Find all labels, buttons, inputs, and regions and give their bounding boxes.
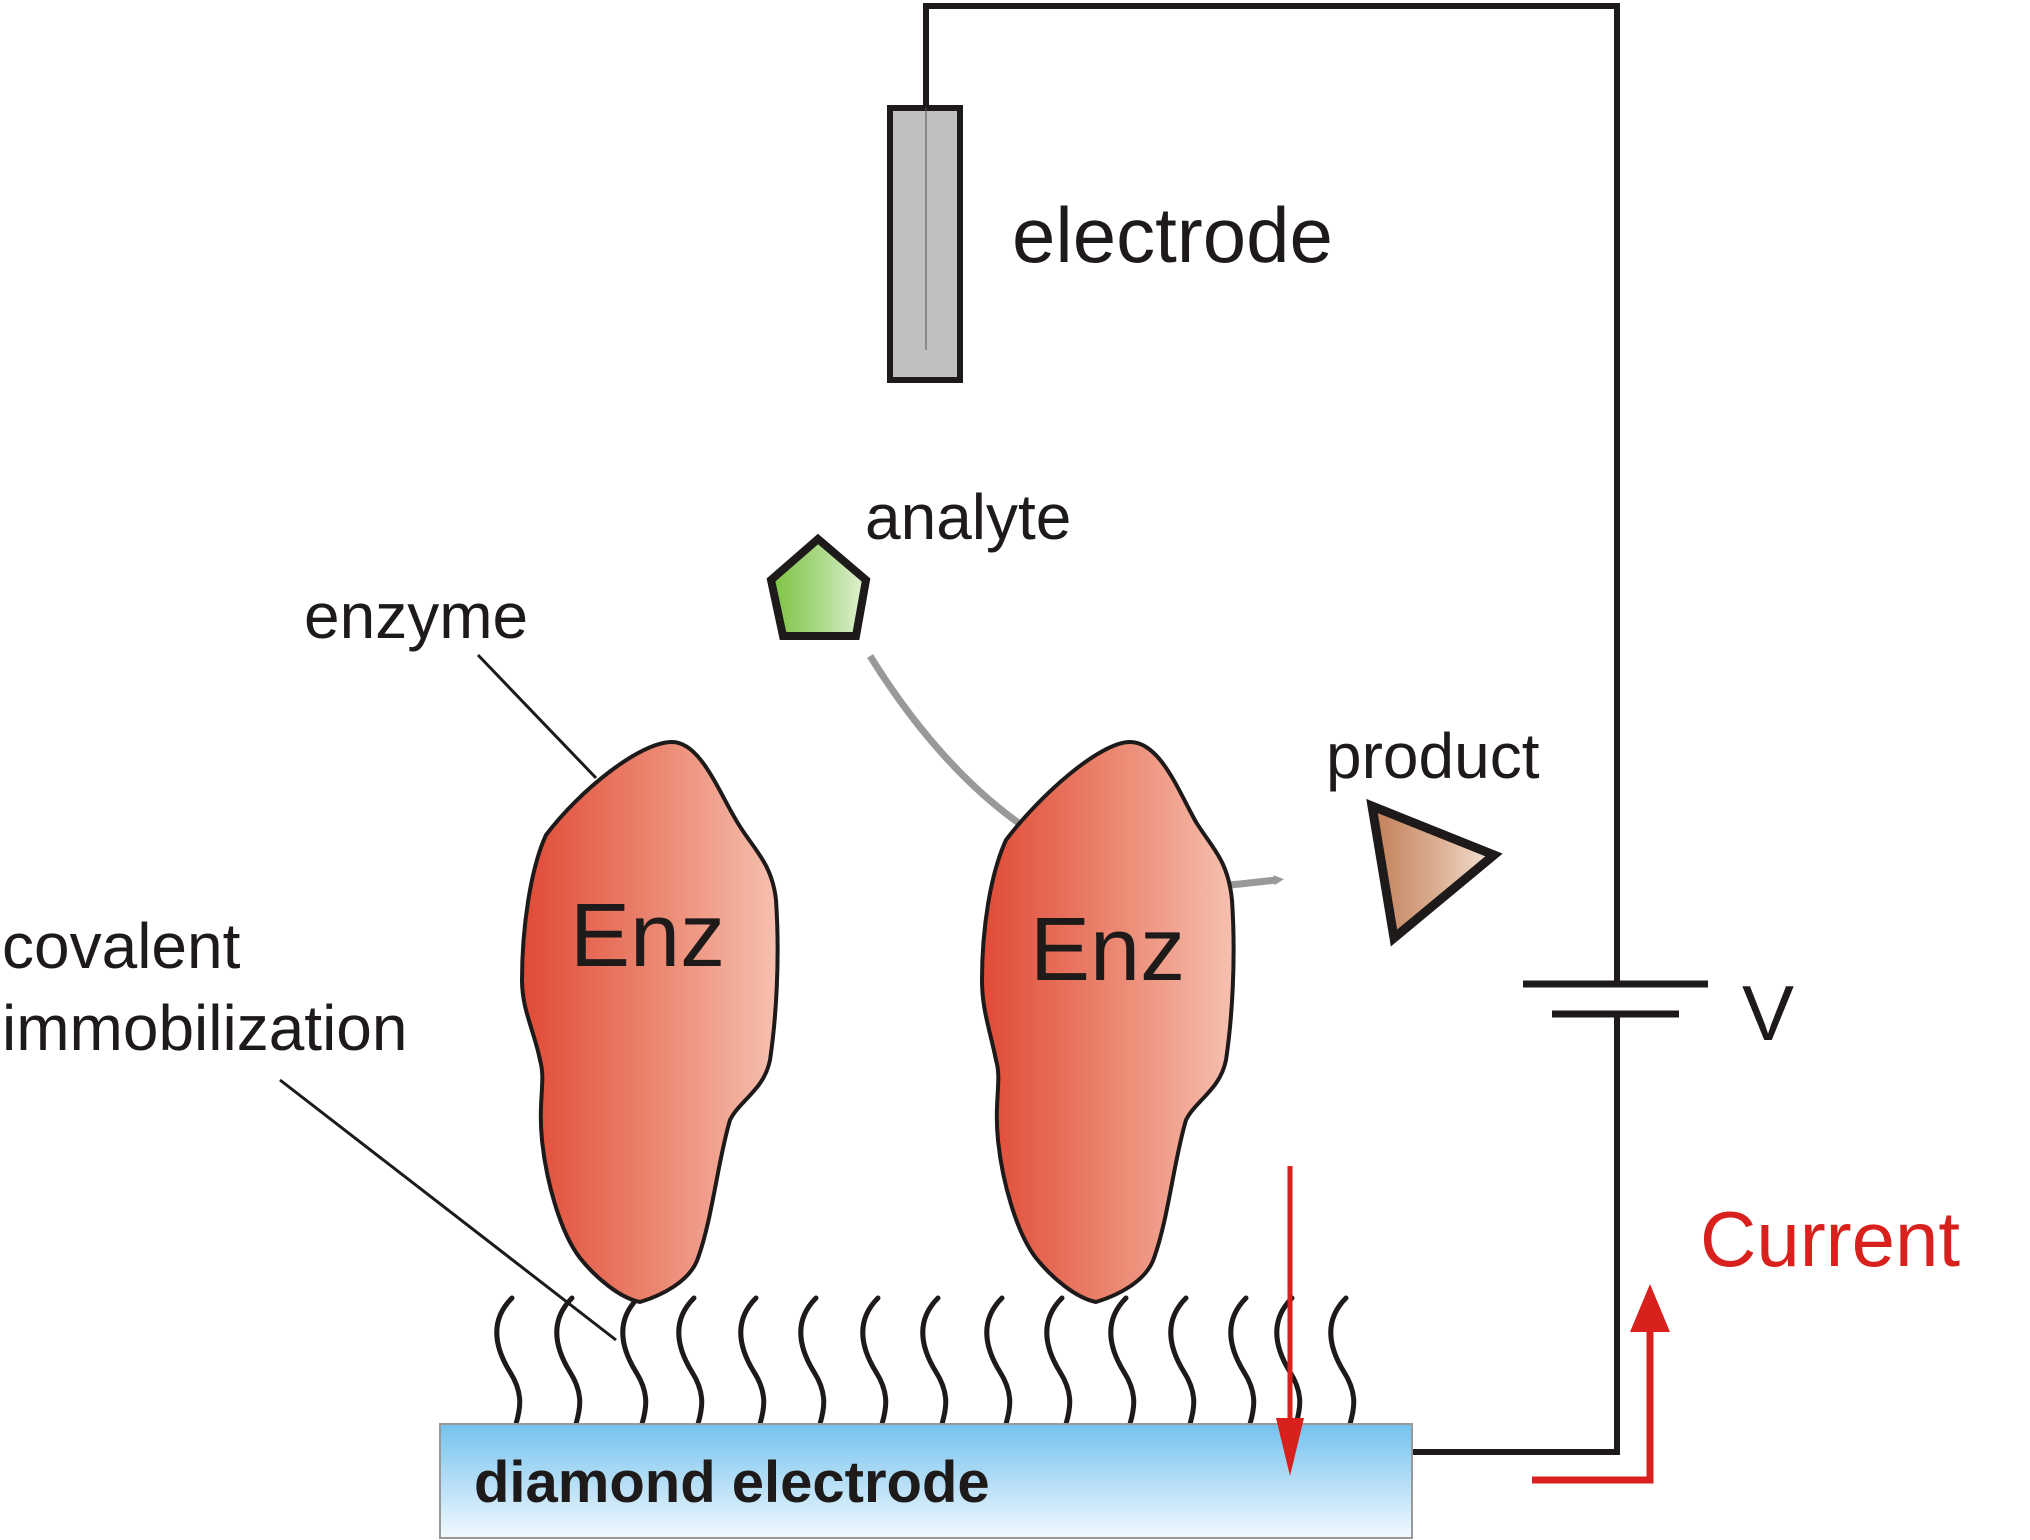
diamond-electrode [439,1423,1413,1539]
current-arrowhead [1630,1284,1670,1332]
covalent-label-line2: immobilization [2,992,407,1064]
analyte-label: analyte [865,481,1071,553]
linker-molecule [1168,1295,1197,1427]
linker-group [494,1295,1357,1427]
linker-molecule [620,1295,649,1427]
product-triangle-icon [1366,798,1503,947]
enzyme-leader-line [476,653,598,780]
voltage-label: V [1742,969,1794,1057]
linker-molecule [554,1295,583,1427]
circuit-wire-top [923,3,1620,984]
enzyme-2-label: Enz [1030,900,1185,1000]
diamond-electrode-label: diamond electrode [474,1450,990,1515]
circuit-wire-bottom [1410,1014,1620,1455]
enzyme-2: Enz [979,739,1236,1305]
linker-molecule [984,1295,1013,1427]
electron-transfer-arrowhead [1276,1418,1304,1476]
linker-molecule [494,1295,523,1427]
linker-molecule [738,1295,767,1427]
linker-molecule [920,1295,949,1427]
enzyme-1: Enz [519,739,780,1305]
linker-molecule [1328,1295,1357,1427]
linker-molecule [798,1295,827,1427]
covalent-label-line1: covalent [2,910,241,982]
linker-molecule [860,1295,889,1427]
analyte-pentagon-icon [766,533,871,640]
enzyme-1-label: Enz [570,886,725,986]
electrode-rod [887,105,963,383]
current-label: Current [1700,1195,1960,1283]
covalent-leader-line [279,1078,617,1342]
product-label: product [1326,720,1540,792]
enzyme-1-blob [519,739,780,1305]
linker-molecule [1044,1295,1073,1427]
current-arrow [1532,1318,1654,1484]
enzyme-label: enzyme [304,580,528,652]
linker-molecule [676,1295,705,1427]
electrode-label: electrode [1012,191,1333,279]
linker-molecule [1108,1295,1137,1427]
enzyme-2-blob [979,739,1236,1305]
linker-molecule [1228,1295,1257,1427]
